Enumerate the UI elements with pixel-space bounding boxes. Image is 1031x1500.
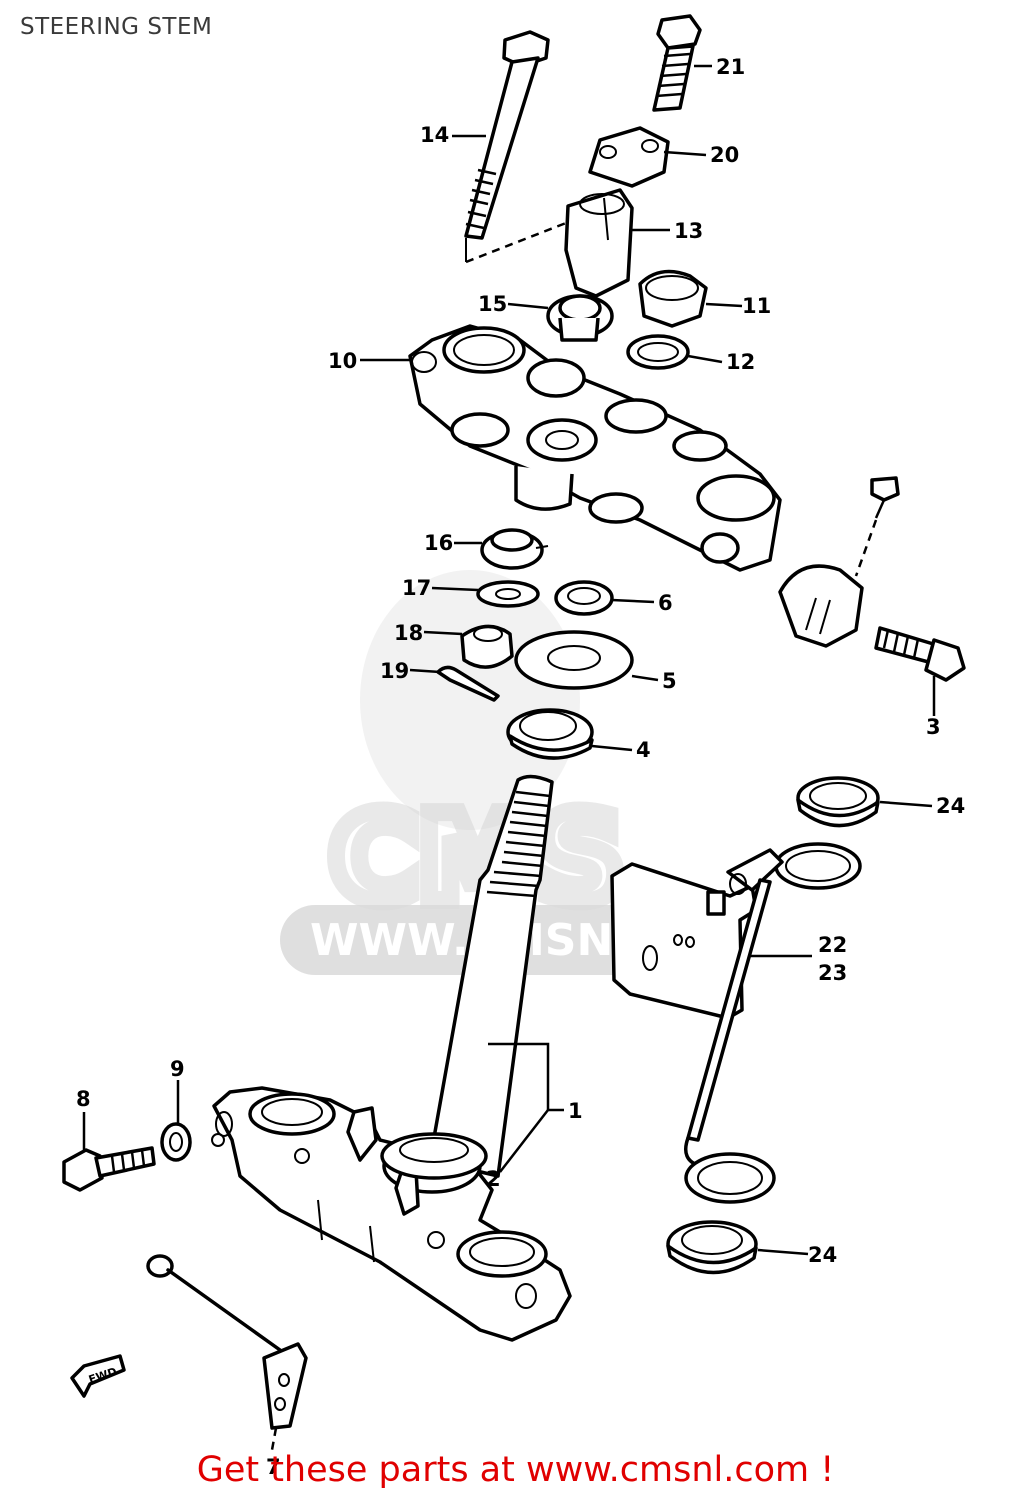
part-14-long-bolt	[464, 30, 550, 240]
footer-link[interactable]: Get these parts at www.cmsnl.com !	[196, 1450, 835, 1490]
callout-14: 14	[420, 123, 449, 147]
callout-11: 11	[742, 294, 771, 318]
callout-20: 20	[710, 143, 739, 167]
callout-labels: 21 20 14 13 11 15 10 12 16 17 6 18 19 5 …	[76, 55, 965, 1479]
callout-7: 7	[266, 1455, 281, 1479]
part-20-clamp	[588, 126, 670, 188]
callout-19: 19	[380, 659, 409, 683]
callout-13: 13	[674, 219, 703, 243]
part-11-cap	[638, 269, 708, 328]
part-7-cable-clip	[146, 1254, 308, 1451]
callout-9: 9	[170, 1057, 185, 1081]
callout-5: 5	[662, 669, 677, 693]
callout-12: 12	[726, 350, 755, 374]
callout-22: 22	[818, 933, 847, 957]
callout-16: 16	[424, 531, 453, 555]
part-19-cotter-pin	[436, 665, 500, 702]
callout-6: 6	[658, 591, 673, 615]
part-21-bolt	[652, 14, 702, 112]
part-16-nut	[480, 528, 549, 570]
callout-18: 18	[394, 621, 423, 645]
callout-10: 10	[328, 349, 357, 373]
part-6-lock-nut	[554, 580, 614, 616]
part-1-lower-bracket	[211, 1086, 572, 1342]
callout-24-upper: 24	[936, 794, 965, 818]
part-12-o-ring	[626, 334, 690, 370]
callout-3: 3	[926, 715, 941, 739]
callout-24-lower: 24	[808, 1243, 837, 1267]
callout-4: 4	[636, 738, 651, 762]
part-4-bearing	[506, 708, 594, 760]
part-24-seal-upper	[796, 776, 880, 828]
part-13-handle-holder	[564, 188, 634, 298]
callout-leaders	[82, 64, 936, 1256]
part-3-cover	[778, 476, 966, 682]
page-title: STEERING STEM	[20, 14, 213, 40]
part-2-bearing	[380, 1132, 488, 1180]
part-17-washer	[476, 580, 540, 608]
part-8-bolt	[62, 1146, 156, 1192]
part-24-seal-lower	[666, 1220, 758, 1275]
part-15-bushing	[546, 294, 614, 342]
part-9-washer	[160, 1122, 192, 1162]
callout-1: 1	[568, 1099, 583, 1123]
callout-17: 17	[402, 576, 431, 600]
part-10-upper-bracket	[408, 324, 782, 572]
callout-21: 21	[716, 55, 745, 79]
callout-8: 8	[76, 1087, 91, 1111]
part-18-cap-nut	[460, 624, 514, 669]
callout-2: 2	[486, 1167, 501, 1191]
callout-23: 23	[818, 961, 847, 985]
callout-15: 15	[478, 292, 507, 316]
part-5-washer	[514, 630, 634, 690]
part-1-steering-stem	[428, 774, 554, 1178]
direction-marker: FWD	[70, 1354, 126, 1398]
part-22-bracket	[610, 842, 862, 1204]
